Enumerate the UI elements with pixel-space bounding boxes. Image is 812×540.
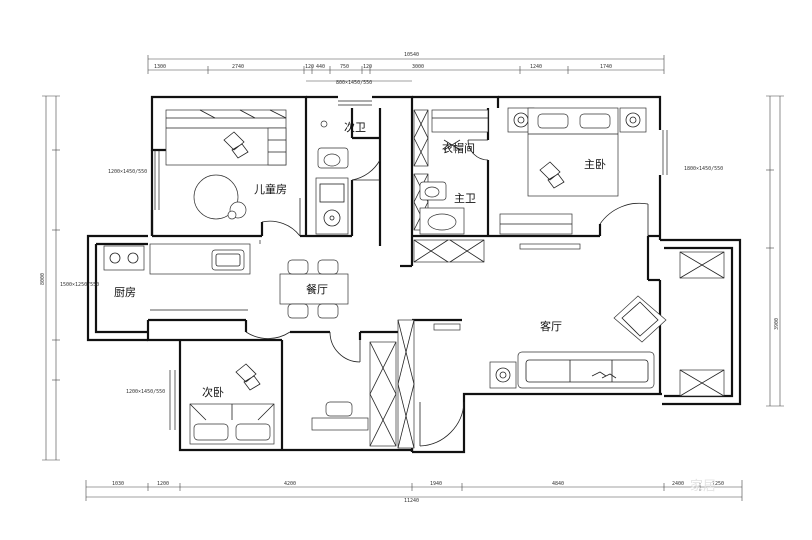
master-bedroom-furniture <box>499 107 647 250</box>
top-overall-dim: 10540 <box>404 52 419 58</box>
kids-room-label: 儿童房 <box>254 182 287 196</box>
walls <box>86 95 742 454</box>
bottom-dim-7: 1250 <box>712 481 724 487</box>
second-bedroom-furniture <box>189 341 397 447</box>
left-overall-dim: 8000 <box>40 273 46 285</box>
top-dim-2: 2740 <box>232 64 244 70</box>
bottom-dim-5: 4840 <box>552 481 564 487</box>
doors <box>245 139 649 447</box>
left-dimension-lines <box>42 95 60 461</box>
second-bath-fixtures <box>315 120 349 235</box>
top-dim-9: 1740 <box>600 64 612 70</box>
top-inner-dim: 800×1450/550 <box>336 80 372 86</box>
top-dim-4: 440 <box>316 64 325 70</box>
master-bedroom-label: 主卧 <box>584 158 606 171</box>
dining-label: 餐厅 <box>306 282 328 296</box>
top-dimension-lines <box>147 55 665 82</box>
bottom-overall-dim: 11240 <box>404 498 419 504</box>
living-label: 客厅 <box>540 319 562 333</box>
second-bath-label: 次卫 <box>344 120 366 134</box>
bottom-dimension-lines <box>85 480 743 501</box>
left-kitchen-note: 1500×1250/550 <box>60 282 99 288</box>
dining-furniture <box>279 259 349 319</box>
bottom-dim-2: 1200 <box>157 481 169 487</box>
right-dimension-lines <box>766 95 784 407</box>
living-furniture <box>397 251 725 449</box>
top-dim-3: 120 <box>305 64 314 70</box>
top-dim-6: 120 <box>363 64 372 70</box>
top-dim-8: 1240 <box>530 64 542 70</box>
kids-room-furniture <box>165 109 287 220</box>
top-segment-dims: 1300 2740 120 440 750 120 3000 1240 1740 <box>154 64 612 70</box>
windows <box>154 100 668 430</box>
top-dim-7: 3000 <box>412 64 424 70</box>
master-bath-label: 主卫 <box>454 192 476 205</box>
kitchen-label: 厨房 <box>114 286 136 299</box>
kitchen-fixtures <box>103 243 251 311</box>
cloakroom-fixtures <box>413 109 489 263</box>
left-note-lower: 1200×1450/550 <box>126 389 165 395</box>
right-overall-dim: 3900 <box>774 318 780 330</box>
bottom-segment-dims: 1030 1200 4200 1940 4840 2400 1250 <box>112 481 724 487</box>
left-note-upper: 1200×1450/550 <box>108 169 147 175</box>
top-dim-5: 750 <box>340 64 349 70</box>
bottom-dim-1: 1030 <box>112 481 124 487</box>
bottom-dim-3: 4200 <box>284 481 296 487</box>
bottom-dim-4: 1940 <box>430 481 442 487</box>
watermark-text: 家居 <box>690 478 716 494</box>
second-bedroom-label: 次卧 <box>202 385 224 399</box>
right-note: 1800×1450/550 <box>684 166 723 172</box>
bottom-dim-6: 2400 <box>672 481 684 487</box>
top-dim-1: 1300 <box>154 64 166 70</box>
cloakroom-label: 衣帽间 <box>442 141 475 155</box>
